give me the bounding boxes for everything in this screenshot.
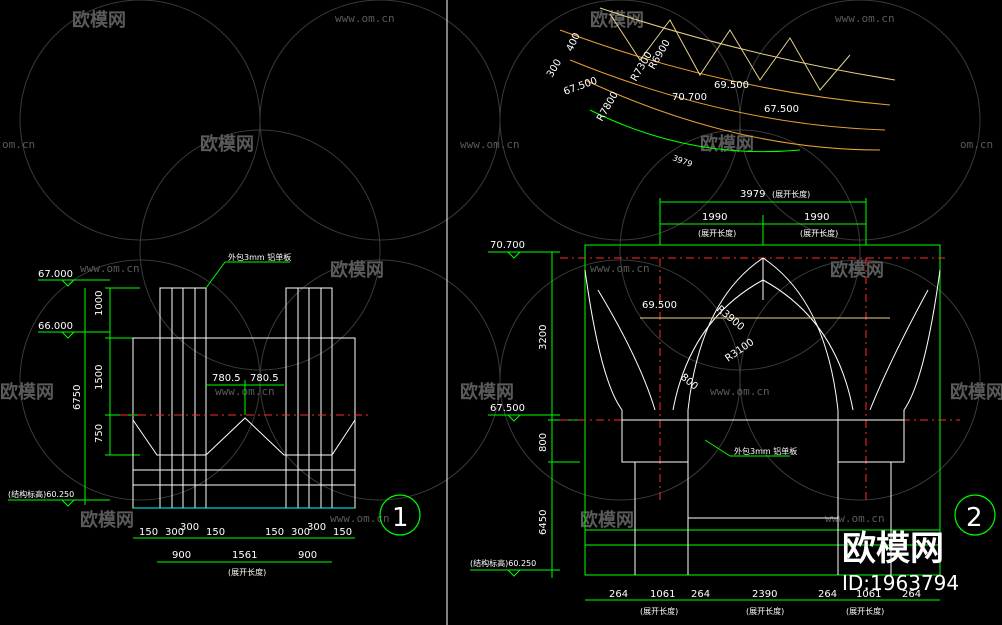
dim-label: 6750 (72, 385, 83, 410)
brand-stamp: 欧模网 ID:1963794 (842, 529, 959, 595)
callout-note: 外包3mm 铝单板 (228, 252, 291, 262)
level-label: 66.000 (38, 321, 73, 332)
level-label: 69.500 (642, 300, 677, 311)
dim-label: 3979 (740, 189, 765, 200)
dim-sublabel: (展开长度) (228, 567, 266, 577)
dim-label: 67.500 (562, 76, 599, 98)
watermark-url: om.cn (2, 138, 35, 151)
dim-label: 6450 (538, 510, 549, 535)
watermark-url: www.om.cn (335, 12, 395, 25)
watermark-brand: 欧模网 (200, 133, 254, 155)
watermark-brand: 欧模网 (950, 381, 1002, 403)
callout-note: 外包3mm 铝单板 (734, 446, 797, 456)
dim-label: 264 (818, 589, 837, 600)
dim-label: 800 (538, 433, 549, 452)
dim-label: 1500 (94, 365, 105, 390)
dim-label: 150 (333, 527, 352, 538)
dim-label: 1061 (856, 589, 881, 600)
watermark-circle-pattern (19, 0, 981, 501)
dim-sublabel: (展开长度) (746, 606, 784, 616)
radius-label: R3900 (714, 304, 746, 333)
watermark-url: www.om.cn (710, 385, 770, 398)
dim-label: 900 (298, 550, 317, 561)
dim-label: 70.700 (672, 92, 707, 103)
dim-label: 1561 (232, 550, 257, 561)
dim-sublabel: (展开长度) (698, 228, 736, 238)
level-label: 67.500 (490, 403, 525, 414)
dim-label: 300 (165, 527, 184, 538)
dim-label: 300 (291, 527, 310, 538)
dim-label: 900 (172, 550, 191, 561)
level-label: 67.000 (38, 269, 73, 280)
dim-sublabel: (展开长度) (640, 606, 678, 616)
dim-label: 3200 (538, 325, 549, 350)
watermark-url: www.om.cn (80, 262, 140, 275)
dim-sublabel: (展开长度) (772, 189, 810, 199)
dim-label: 1990 (804, 212, 829, 223)
watermark-brand: 欧模网 (72, 9, 126, 31)
dim-label: 150 (265, 527, 284, 538)
right-elevation: 3979 (展开长度) 1990 1990 (展开长度) (展开长度) 70.7… (470, 189, 996, 616)
watermark-brand: 欧模网 (330, 259, 384, 281)
dim-label: 400 (565, 31, 583, 53)
drawing-tag: 2 (966, 503, 983, 533)
level-label: (结构标高)60.250 (470, 558, 536, 568)
arc-length-label: 3979 (671, 153, 693, 168)
dim-label: 1990 (702, 212, 727, 223)
watermark-url: om.cn (960, 138, 993, 151)
dim-label: 750 (94, 424, 105, 443)
watermark-url: www.om.cn (835, 12, 895, 25)
watermark-brand: 欧模网 (0, 381, 54, 403)
watermark-brand: 欧模网 (830, 259, 884, 281)
stamp-id: ID:1963794 (842, 571, 959, 595)
dim-sublabel: (展开长度) (800, 228, 838, 238)
level-label: 70.700 (490, 240, 525, 251)
dim-label: 1000 (94, 291, 105, 316)
dim-label: 1061 (650, 589, 675, 600)
dim-label: 264 (609, 589, 628, 600)
watermark-url: www.om.cn (825, 512, 885, 525)
dim-label: 67.500 (764, 104, 799, 115)
dim-label: 780.5 (250, 373, 279, 384)
dim-label: 2390 (752, 589, 777, 600)
dim-label: 300 (307, 522, 326, 533)
level-label: (结构标高)60.250 (8, 489, 74, 499)
left-elevation: 67.000 66.000 (结构标高)60.250 1000 1500 750… (8, 252, 421, 577)
dim-sublabel: (展开长度) (846, 606, 884, 616)
dim-label: 150 (139, 527, 158, 538)
watermark-brand: 欧模网 (700, 133, 754, 155)
stamp-brand: 欧模网 (842, 529, 944, 569)
watermark-url: www.om.cn (460, 138, 520, 151)
drawing-tag: 1 (392, 503, 409, 533)
dim-label: 264 (902, 589, 921, 600)
watermark-url: www.om.cn (590, 262, 650, 275)
dim-label: 150 (206, 527, 225, 538)
watermark-url: www.om.cn (330, 512, 390, 525)
watermark-brand: 欧模网 (580, 509, 634, 531)
dim-label: 264 (691, 589, 710, 600)
watermarks: 欧模网 www.om.cn 欧模网 www.om.cn om.cn 欧模网 ww… (0, 9, 1002, 531)
watermark-brand: 欧模网 (80, 509, 134, 531)
watermark-brand: 欧模网 (590, 9, 644, 31)
dim-label: 300 (545, 57, 564, 79)
dim-label: 800 (678, 372, 700, 393)
watermark-brand: 欧模网 (460, 381, 514, 403)
dim-label: 69.500 (714, 80, 749, 91)
dim-label: 780.5 (212, 373, 241, 384)
dim-label: 300 (180, 522, 199, 533)
radius-label: R3100 (723, 337, 756, 365)
